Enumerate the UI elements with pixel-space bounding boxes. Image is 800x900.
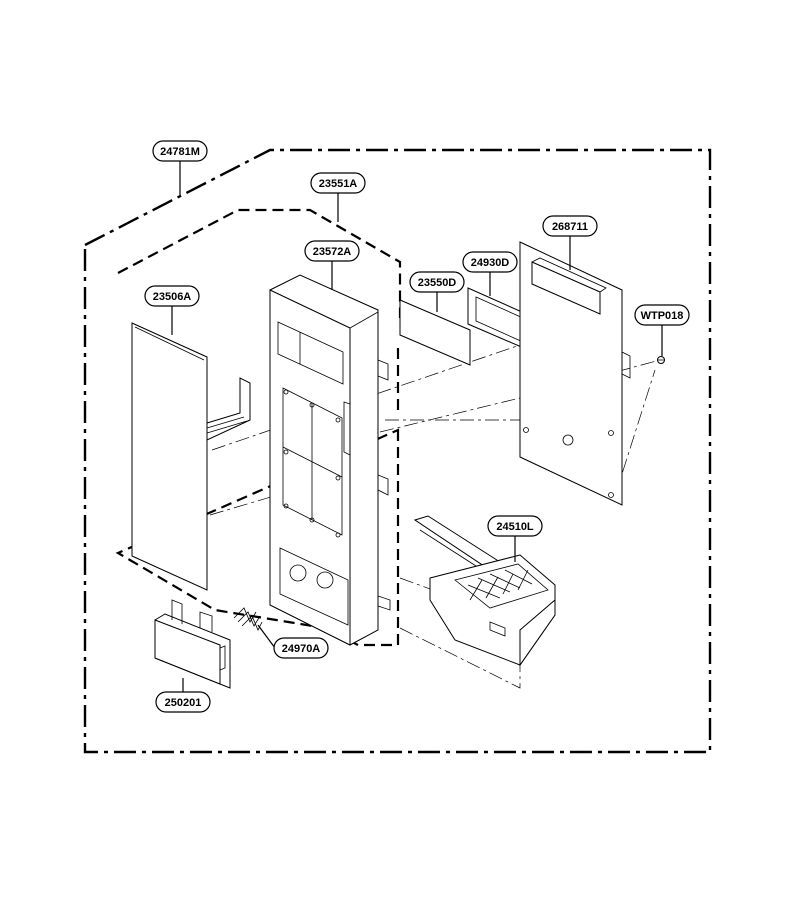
callout-268711: 268711: [542, 215, 598, 237]
svg-text:23550D: 23550D: [418, 277, 457, 289]
svg-text:23551A: 23551A: [319, 178, 358, 190]
callout-250201: 250201: [155, 691, 211, 713]
leader-lines: [171, 161, 663, 695]
svg-text:23572A: 23572A: [313, 246, 352, 258]
display-window: [399, 299, 471, 366]
door-button: [154, 599, 231, 689]
outer-assembly-boundary: [83, 148, 712, 754]
callout-23550D: 23550D: [409, 271, 465, 293]
dial-recess: [279, 547, 349, 626]
control-pcb: [519, 241, 631, 506]
screw: [657, 356, 665, 364]
membrane-switch: [131, 322, 251, 591]
spring: [233, 607, 263, 631]
front-panel: [269, 274, 391, 646]
svg-text:268711: 268711: [552, 221, 588, 233]
callout-24930D: 24930D: [462, 251, 518, 273]
svg-text:24970A: 24970A: [282, 643, 321, 655]
svg-text:24510L: 24510L: [496, 521, 534, 533]
svg-text:23506A: 23506A: [153, 291, 192, 303]
callout-23572A: 23572A: [304, 240, 360, 262]
svg-text:250201: 250201: [165, 697, 202, 709]
callout-WTP018: WTP018: [634, 304, 690, 326]
callout-23551A: 23551A: [310, 172, 366, 194]
callout-23506A: 23506A: [144, 285, 200, 307]
callout-24970A: 24970A: [273, 637, 329, 659]
svg-text:24930D: 24930D: [471, 257, 510, 269]
callout-24510L: 24510L: [487, 515, 543, 537]
callout-24781M: 24781M: [152, 140, 208, 162]
display-opening: [277, 321, 344, 385]
svg-text:24781M: 24781M: [160, 146, 200, 158]
keypad-area: [282, 387, 343, 536]
latch-lever-assembly: [413, 515, 556, 667]
svg-text:WTP018: WTP018: [641, 310, 684, 322]
